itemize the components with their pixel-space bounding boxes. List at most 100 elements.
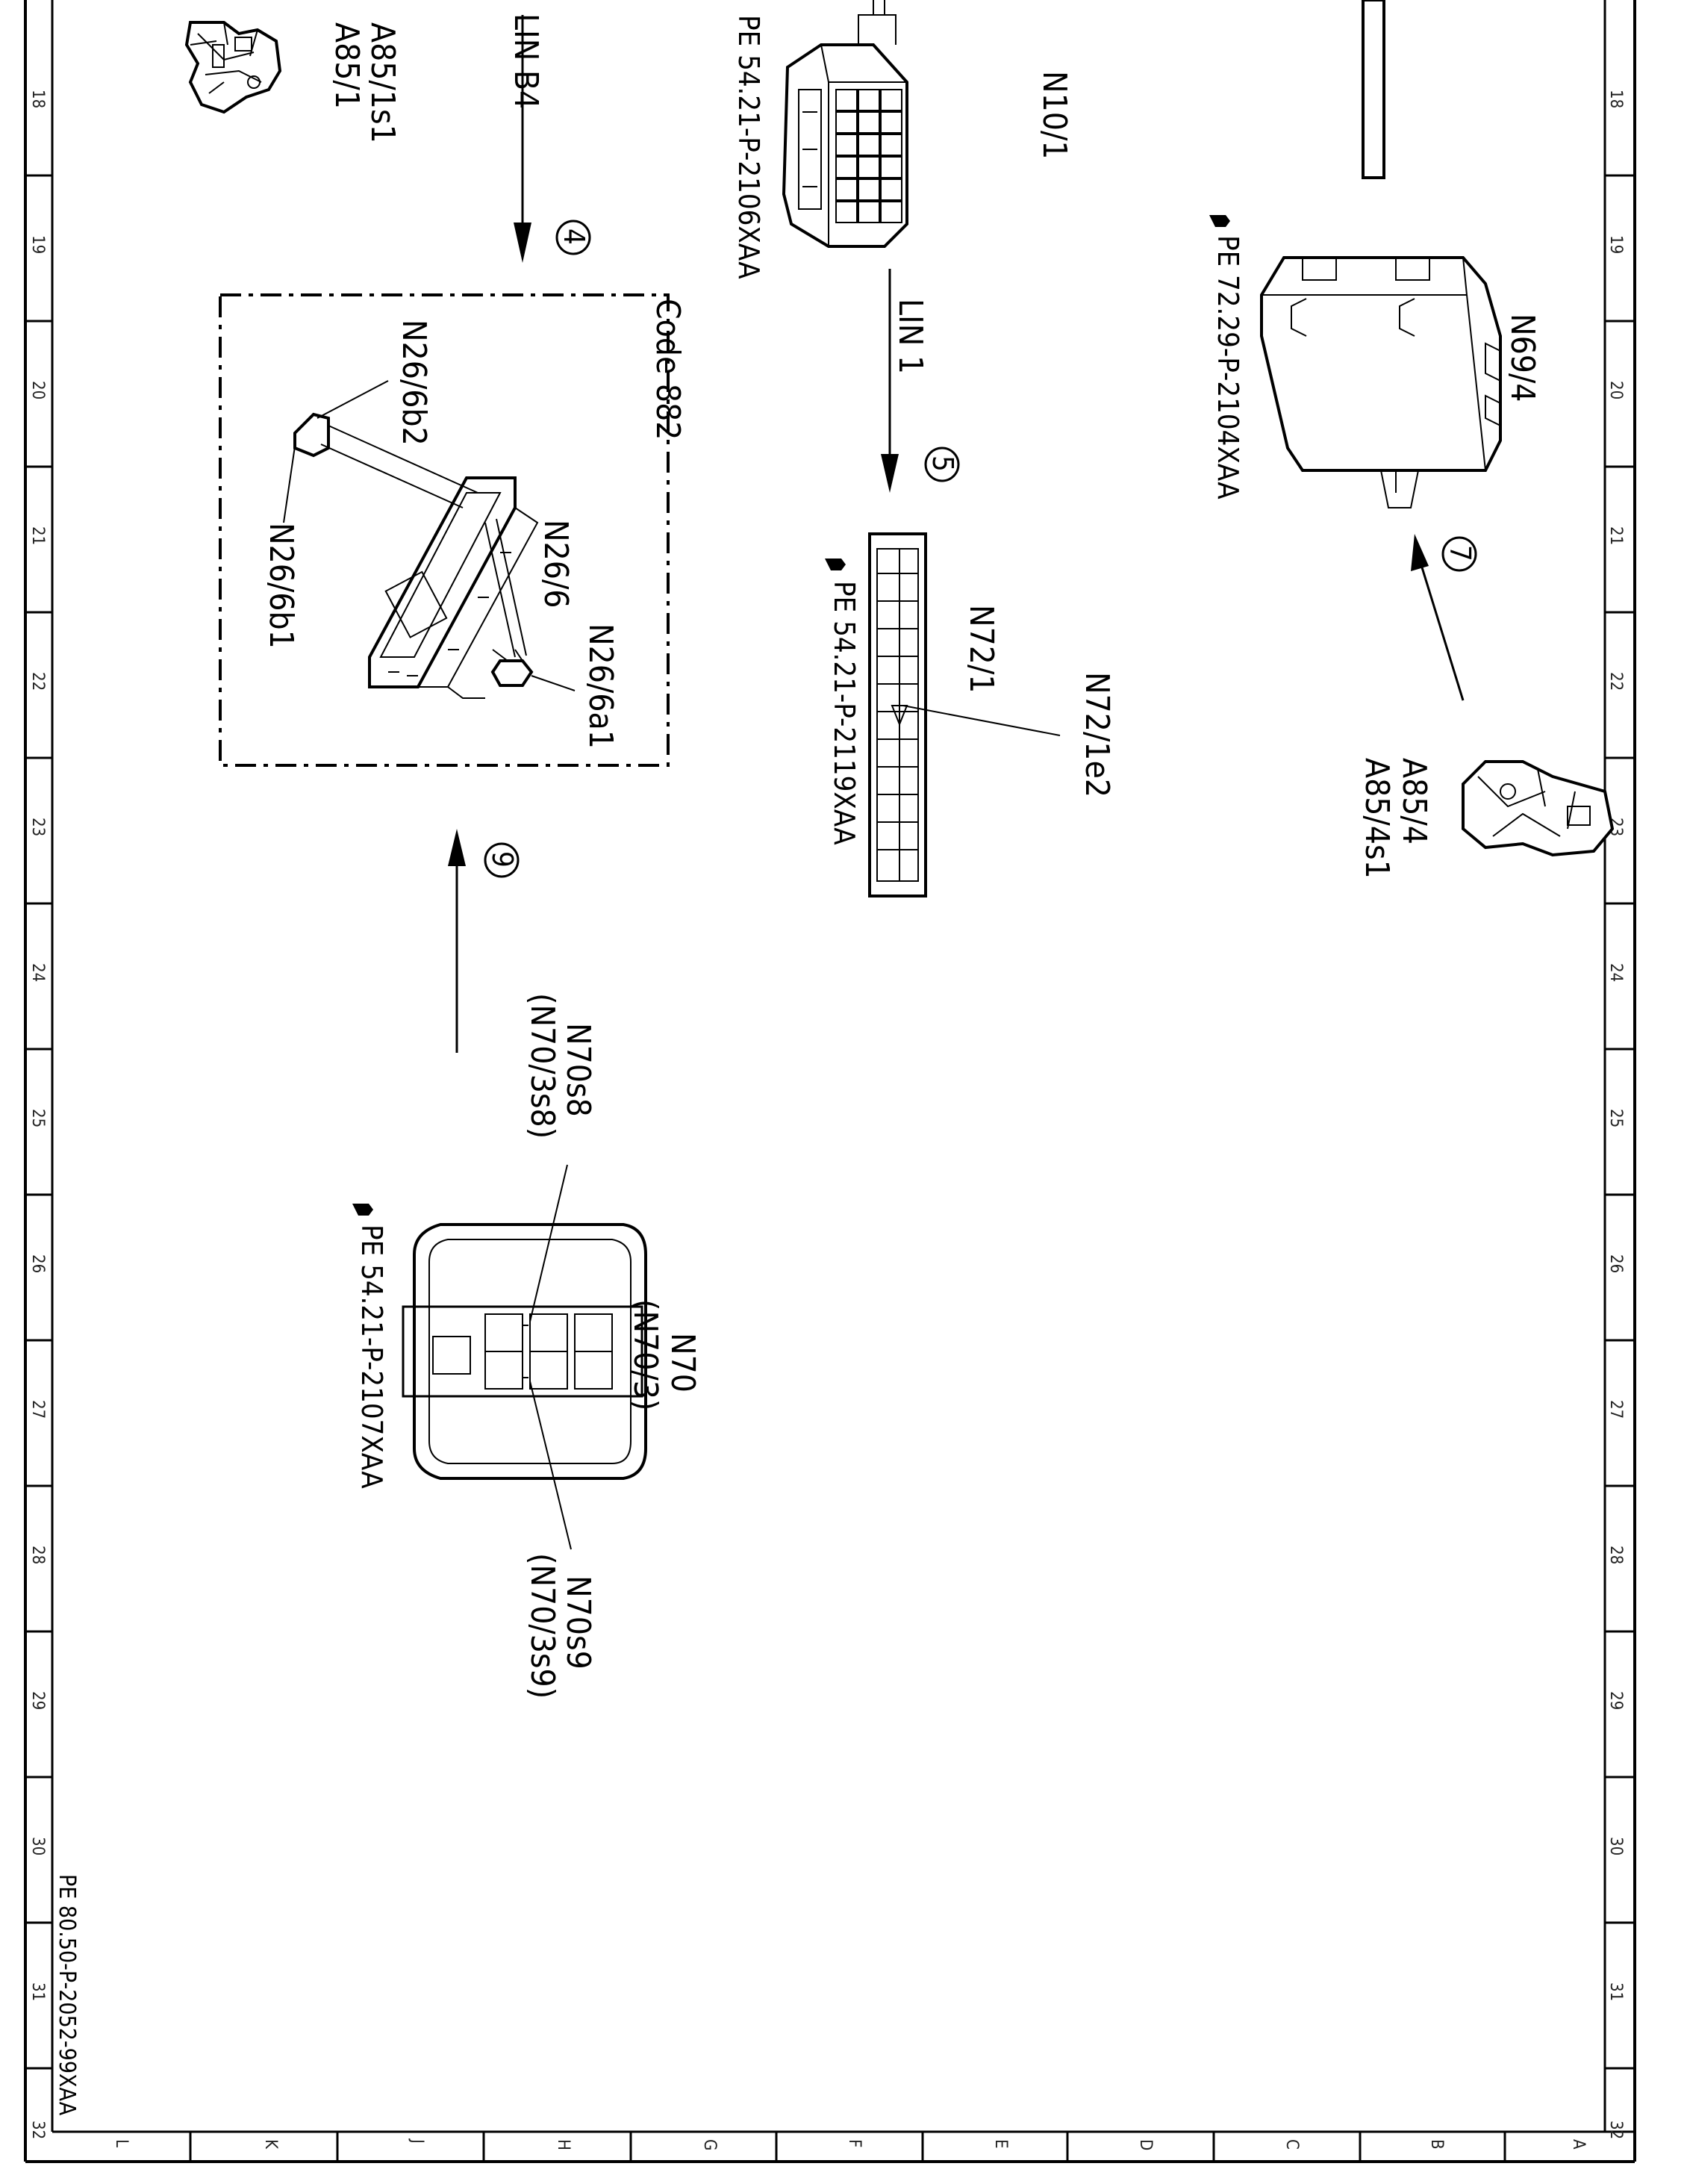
callout-9-arrowhead xyxy=(448,829,466,866)
n70s8-leader xyxy=(529,1164,568,1322)
row-grid-ticks xyxy=(25,174,1635,2070)
row-number: 25 xyxy=(28,1109,47,1127)
row-number: 29 xyxy=(1606,1691,1625,1710)
label-n70: N70 xyxy=(664,1333,702,1393)
n26-6b2-leader xyxy=(316,380,389,419)
a85-4-door-lock-illustration xyxy=(1462,760,1615,857)
ref-n72-1: PE 54.21-P-2119XAA xyxy=(828,581,861,845)
row-number: 32 xyxy=(1606,2121,1625,2139)
n26-6b1-leader xyxy=(283,446,296,523)
label-n70s9: N70s9 xyxy=(559,1575,597,1670)
column-letter: B xyxy=(1427,2139,1446,2150)
column-letter: J xyxy=(408,2138,426,2144)
a85-1-door-lock-illustration xyxy=(184,21,282,114)
row-number: 21 xyxy=(1606,526,1625,545)
pointing-hand-icon xyxy=(352,1204,373,1216)
n26-6a1-sensor-illustration xyxy=(484,518,534,687)
drawing-frame xyxy=(24,0,1636,2163)
row-number: 32 xyxy=(28,2121,47,2139)
callout-7-circle xyxy=(1441,536,1477,572)
column-grid-ticks xyxy=(189,2132,1506,2162)
row-number: 29 xyxy=(28,1691,47,1710)
row-number: 18 xyxy=(1606,90,1625,108)
row-number: 25 xyxy=(1606,1109,1625,1127)
label-n26-6b1: N26/6b1 xyxy=(262,523,300,649)
n26-6b2-sensor-illustration xyxy=(293,412,478,508)
callout-7-arrowhead xyxy=(1411,534,1429,571)
row-number: 19 xyxy=(1606,235,1625,254)
column-letter: L xyxy=(112,2139,131,2147)
column-letter: G xyxy=(700,2139,719,2150)
lin-b4-arrowhead xyxy=(514,223,531,263)
label-a85-1: A85/1 xyxy=(328,22,366,109)
n69-4-module-illustration xyxy=(1260,256,1502,508)
column-letter: A xyxy=(1569,2139,1588,2150)
label-lin-1: LIN 1 xyxy=(891,299,929,374)
label-n26-6b2: N26/6b2 xyxy=(395,320,433,446)
label-n72-1: N72/1 xyxy=(962,605,1000,694)
overhead-trim-strip xyxy=(1362,0,1385,179)
column-letters: L K J H G F E D C B A xyxy=(112,2138,1588,2150)
callout-5: 5 xyxy=(926,455,959,472)
row-numbers-left: 18 19 20 21 22 23 24 25 26 27 28 29 30 3… xyxy=(28,90,47,2139)
callout-7: 7 xyxy=(1444,545,1476,561)
row-number: 31 xyxy=(1606,1982,1625,2001)
pointing-hand-icon xyxy=(825,559,846,570)
label-n10-1: N10/1 xyxy=(1035,71,1073,160)
pointing-hand-icon xyxy=(1209,215,1230,227)
callout-5-circle xyxy=(924,447,960,482)
row-number: 27 xyxy=(1606,1400,1625,1419)
n10-1-module-illustration xyxy=(782,0,908,248)
label-lin-b4: LIN B4 xyxy=(507,13,545,109)
ref-n70: PE 54.21-P-2107XAA xyxy=(355,1225,388,1489)
row-number: 23 xyxy=(28,818,47,836)
label-n70-3: (N70/3) xyxy=(626,1299,664,1410)
row-number: 30 xyxy=(28,1837,47,1855)
label-n26-6: N26/6 xyxy=(537,520,575,609)
row-number: 31 xyxy=(28,1982,47,2001)
document-code: PE 80.50-P-2052-99XAA xyxy=(54,1874,80,2116)
label-n69-4: N69/4 xyxy=(1503,314,1541,402)
column-letter: K xyxy=(261,2139,280,2150)
callout-4: 4 xyxy=(558,228,590,245)
row-number: 24 xyxy=(1606,963,1625,982)
column-letter: D xyxy=(1136,2139,1155,2150)
label-n70-3s9: (N70/3s9) xyxy=(523,1553,561,1699)
n72-1-switch-panel-illustration xyxy=(868,532,927,897)
column-letter: C xyxy=(1282,2139,1301,2150)
label-n70-3s8: (N70/3s8) xyxy=(523,993,561,1139)
n70s9-leader xyxy=(529,1381,572,1550)
ref-n10-1: PE 54.21-P-2106XAA xyxy=(732,15,765,279)
label-a85-4s1: A85/4s1 xyxy=(1358,758,1396,879)
row-number: 27 xyxy=(28,1400,47,1419)
ref-n69-4: PE 72.29-P-2104XAA xyxy=(1212,235,1244,500)
row-number: 22 xyxy=(28,672,47,691)
label-a85-1s1: A85/1s1 xyxy=(364,22,402,143)
row-number: 26 xyxy=(1606,1254,1625,1273)
code-882-option-box xyxy=(219,293,670,767)
row-number: 18 xyxy=(28,90,47,108)
row-number: 28 xyxy=(1606,1546,1625,1564)
row-number: 22 xyxy=(1606,672,1625,691)
row-number: 20 xyxy=(28,381,47,399)
row-number: 21 xyxy=(28,526,47,545)
callout-4-circle xyxy=(555,220,591,255)
n72-1e2-leader xyxy=(902,705,1061,736)
label-n26-6a1: N26/6a1 xyxy=(581,623,620,749)
callout-7-line xyxy=(1421,567,1465,701)
row-numbers-right: 18 19 20 21 22 23 24 25 26 27 28 29 30 3… xyxy=(1606,90,1625,2139)
row-number: 19 xyxy=(28,235,47,254)
label-n72-1e2: N72/1e2 xyxy=(1078,672,1116,797)
callout-9: 9 xyxy=(486,851,519,868)
row-number: 20 xyxy=(1606,381,1625,399)
lin-1-arrowhead xyxy=(881,454,899,493)
row-number: 26 xyxy=(28,1254,47,1273)
column-letter: H xyxy=(554,2139,573,2150)
callout-9-circle xyxy=(484,842,520,878)
label-a85-4: A85/4 xyxy=(1395,758,1433,844)
column-letter: E xyxy=(991,2139,1010,2149)
row-number: 30 xyxy=(1606,1837,1625,1855)
row-number: 24 xyxy=(28,963,47,982)
